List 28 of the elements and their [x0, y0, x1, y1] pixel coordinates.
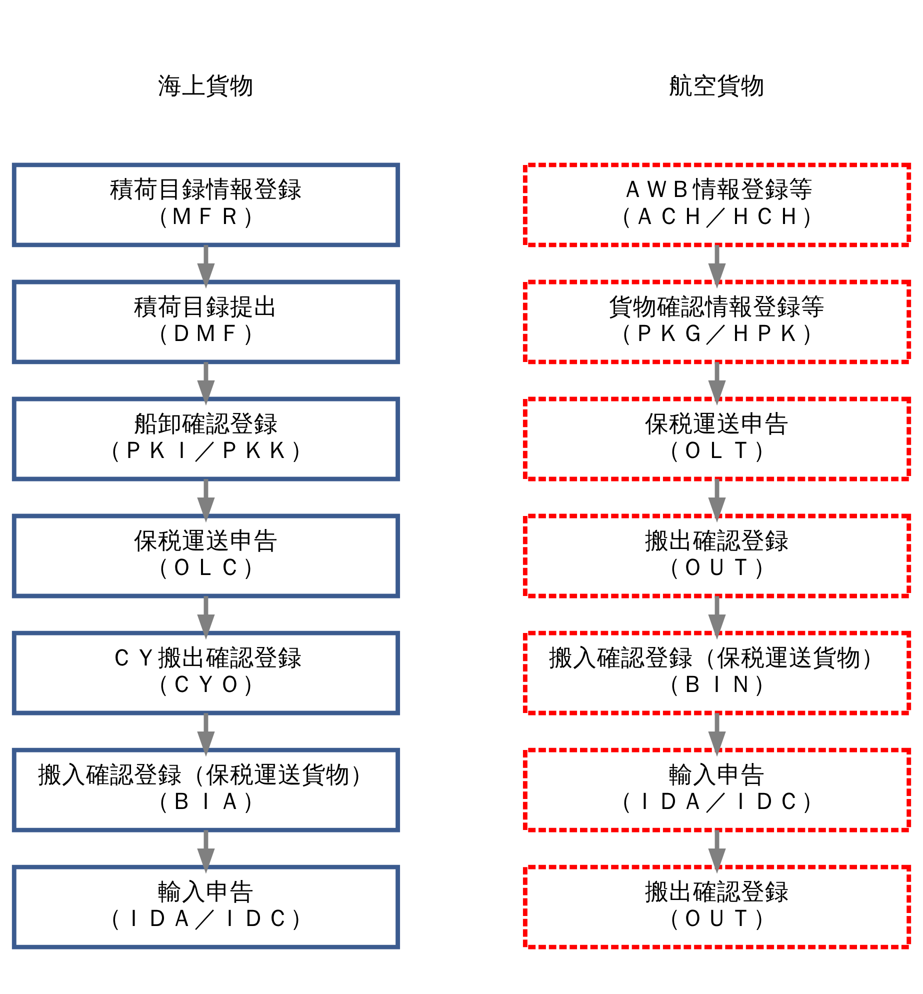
label: 海上貨物: [158, 71, 254, 100]
arrow: [197, 830, 215, 874]
node-box: 積荷目録提出 （ＤＭＦ）: [12, 279, 400, 364]
arrow: [197, 596, 215, 640]
arrow: [708, 478, 726, 522]
node-box: 保税運送申告 （ＯＬＣ）: [12, 513, 400, 598]
node-box: 輸入申告 （ＩＤＡ／ＩＤＣ）: [522, 747, 912, 832]
arrow: [197, 478, 215, 522]
node-box: 搬出確認登録 （ＯＵＴ）: [522, 513, 912, 598]
node-box: ＣＹ搬出確認登録 （ＣＹＯ）: [12, 630, 400, 715]
arrow: [197, 362, 215, 406]
arrow: [708, 596, 726, 640]
node-box: 搬入確認登録（保税運送貨物） （ＢＩＡ）: [12, 747, 400, 832]
node-box: 船卸確認登録 （ＰＫＩ／ＰＫＫ）: [12, 396, 400, 481]
arrow: [708, 712, 726, 756]
node-box: 保税運送申告 （ＯＬＴ）: [522, 396, 912, 481]
node-box: ＡＷＢ情報登録等 （ＡＣＨ／ＨＣＨ）: [522, 162, 912, 247]
node-box: 搬入確認登録（保税運送貨物） （ＢＩＮ）: [522, 630, 912, 715]
arrow: [708, 244, 726, 288]
arrow: [197, 244, 215, 288]
arrow: [708, 830, 726, 874]
label: 航空貨物: [669, 71, 766, 100]
node-box: 積荷目録情報登録 （ＭＦＲ）: [12, 162, 400, 247]
arrow: [197, 712, 215, 756]
node-box: 搬出確認登録 （ＯＵＴ）: [522, 864, 912, 949]
node-box: 貨物確認情報登録等 （ＰＫＧ／ＨＰＫ）: [522, 279, 912, 364]
node-box: 輸入申告 （ＩＤＡ／ＩＤＣ）: [12, 864, 400, 949]
arrow: [708, 362, 726, 406]
